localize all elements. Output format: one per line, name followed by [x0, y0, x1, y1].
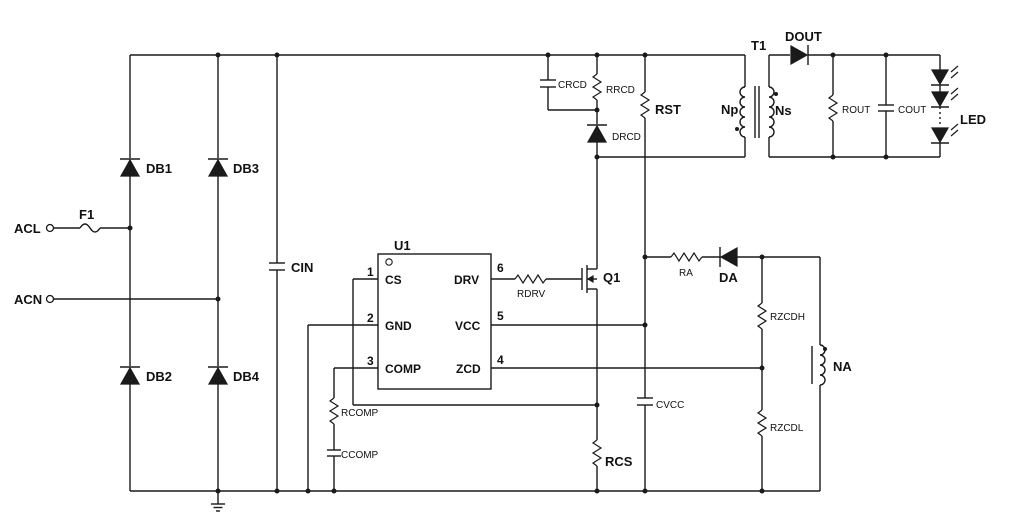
- diode-db2: DB2: [119, 366, 172, 385]
- acl-terminal: [45, 223, 55, 233]
- drv-net: RDRV: [491, 273, 582, 300]
- db2-label: DB2: [146, 369, 172, 384]
- resistor-rout: [827, 94, 839, 122]
- da-label: DA: [719, 270, 738, 285]
- led-label: LED: [960, 112, 986, 127]
- comp-net: RCOMP CCOMP: [327, 367, 379, 494]
- resistor-rst: [639, 91, 651, 119]
- diode-db3: DB3: [207, 158, 259, 177]
- output-stage: DOUT ROUT COUT: [769, 29, 986, 160]
- acl-label: ACL: [14, 221, 41, 236]
- rst-cvcc-column: RST CVCC: [637, 52, 684, 494]
- pin-comp-name: COMP: [385, 362, 421, 376]
- winding-na: NA: [811, 257, 852, 491]
- db3-label: DB3: [233, 161, 259, 176]
- rcs-label: RCS: [605, 454, 633, 469]
- u1-label: U1: [394, 238, 411, 253]
- resistor-rcs: [591, 439, 603, 467]
- t1-label: T1: [751, 38, 766, 53]
- resistor-rzcdh: [756, 302, 768, 330]
- cs-net: [352, 278, 600, 408]
- pin-gnd-num: 2: [367, 311, 374, 325]
- rout-label: ROUT: [842, 105, 870, 116]
- zcd-divider: RZCDH RZCDL: [756, 257, 805, 494]
- rdrv-label: RDRV: [517, 289, 545, 300]
- pin-gnd-name: GND: [385, 319, 412, 333]
- pin-comp-num: 3: [367, 354, 374, 368]
- pin-cs-num: 1: [367, 265, 374, 279]
- switch-column: RCS: [591, 142, 633, 494]
- rcd-snubber: CRCD RRCD DRCD: [540, 52, 745, 158]
- led-string: LED: [930, 55, 986, 157]
- diode-db1: DB1: [119, 158, 172, 177]
- pin-drv-num: 6: [497, 261, 504, 275]
- gnd-net: [305, 324, 378, 494]
- ic-u1: U1 CS GND COMP DRV VCC ZCD 1 2 3 6 5 4: [367, 238, 504, 390]
- acn-label: ACN: [14, 292, 42, 307]
- rzcdh-label: RZCDH: [770, 312, 805, 323]
- resistor-rrcd: [591, 73, 603, 101]
- rrcd-label: RRCD: [606, 85, 635, 96]
- ns-label: Ns: [775, 103, 792, 118]
- ground-icon: [211, 488, 225, 512]
- diode-dout: [790, 44, 809, 66]
- ccomp-label: CCOMP: [341, 450, 379, 461]
- aux-supply: RA DA: [645, 246, 820, 285]
- cvcc-label: CVCC: [656, 400, 684, 411]
- dout-label: DOUT: [785, 29, 822, 44]
- bridge-rectifier: DB1 DB2 DB3 DB4: [119, 52, 260, 491]
- resistor-rzcdl: [756, 409, 768, 437]
- pin-zcd-num: 4: [497, 353, 504, 367]
- rcomp-label: RCOMP: [341, 408, 379, 419]
- fuse-f1: [79, 223, 101, 233]
- pin-zcd-name: ZCD: [456, 362, 481, 376]
- transformer-t1: T1 Np Ns: [721, 38, 792, 157]
- diode-db4: DB4: [207, 366, 260, 385]
- rzcdl-label: RZCDL: [770, 423, 804, 434]
- f1-label: F1: [79, 207, 94, 222]
- q1-label: Q1: [603, 270, 620, 285]
- pin-cs-name: CS: [385, 273, 402, 287]
- db4-label: DB4: [233, 369, 260, 384]
- pin-vcc-num: 5: [497, 309, 504, 323]
- resistor-rcomp: [328, 397, 340, 425]
- crcd-label: CRCD: [558, 80, 587, 91]
- capacitor-cin: CIN: [269, 52, 313, 494]
- na-label: NA: [833, 359, 852, 374]
- np-label: Np: [721, 102, 738, 117]
- resistor-ra: [670, 251, 703, 263]
- rst-label: RST: [655, 102, 681, 117]
- cout-label: COUT: [898, 105, 926, 116]
- db1-label: DB1: [146, 161, 172, 176]
- resistor-rdrv: [514, 273, 547, 285]
- pin-vcc-name: VCC: [455, 319, 481, 333]
- ac-input: ACL F1 ACN: [14, 207, 218, 307]
- acn-terminal: [45, 294, 55, 304]
- drcd-label: DRCD: [612, 132, 641, 143]
- cin-label: CIN: [291, 260, 313, 275]
- ra-label: RA: [679, 268, 693, 279]
- mosfet-q1: Q1: [581, 265, 620, 293]
- pin-drv-name: DRV: [454, 273, 479, 287]
